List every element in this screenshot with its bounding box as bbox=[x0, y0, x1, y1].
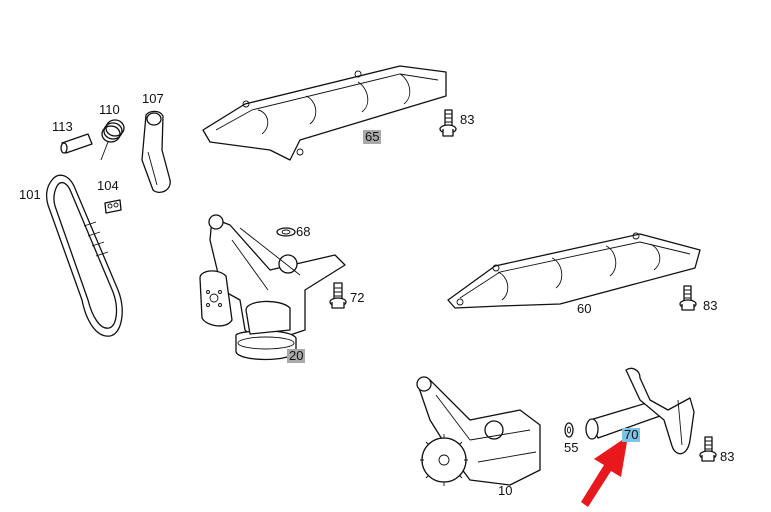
pickup-tube-part-70 bbox=[585, 367, 695, 455]
callout-55: 55 bbox=[564, 440, 579, 455]
bolt-part-72 bbox=[329, 282, 347, 309]
callout-70[interactable]: 70 bbox=[622, 427, 641, 442]
callout-20[interactable]: 20 bbox=[287, 348, 306, 363]
callout-10: 10 bbox=[498, 483, 513, 498]
callout-101: 101 bbox=[19, 187, 41, 202]
callout-72: 72 bbox=[350, 290, 365, 305]
clip-part-104 bbox=[104, 199, 122, 214]
chain-part-101 bbox=[45, 174, 123, 337]
arm-part-107 bbox=[141, 110, 171, 194]
callout-83-bottom: 83 bbox=[720, 449, 735, 464]
washer-part-68 bbox=[276, 227, 296, 237]
bolt-part-83-middle bbox=[679, 285, 697, 311]
callout-83-top: 83 bbox=[460, 112, 475, 127]
callout-104: 104 bbox=[97, 178, 119, 193]
oil-pump-part-20 bbox=[199, 214, 346, 361]
baffle-part-60 bbox=[447, 232, 701, 309]
washer-part-55 bbox=[564, 422, 574, 438]
callout-60: 60 bbox=[577, 301, 592, 316]
pin-part-113 bbox=[60, 133, 93, 154]
bolt-part-83-bottom bbox=[699, 436, 717, 462]
bolt-part-83-top bbox=[439, 109, 457, 137]
callout-68: 68 bbox=[296, 224, 311, 239]
baffle-part-65 bbox=[202, 65, 447, 161]
callout-107: 107 bbox=[142, 91, 164, 106]
callout-113: 113 bbox=[52, 119, 73, 134]
oil-pump-part-10 bbox=[416, 376, 541, 486]
callout-110: 110 bbox=[99, 102, 120, 117]
spring-part-110 bbox=[100, 119, 125, 161]
callout-65[interactable]: 65 bbox=[363, 129, 382, 144]
red-pointer-arrow bbox=[581, 436, 628, 507]
callout-83-middle: 83 bbox=[703, 298, 718, 313]
